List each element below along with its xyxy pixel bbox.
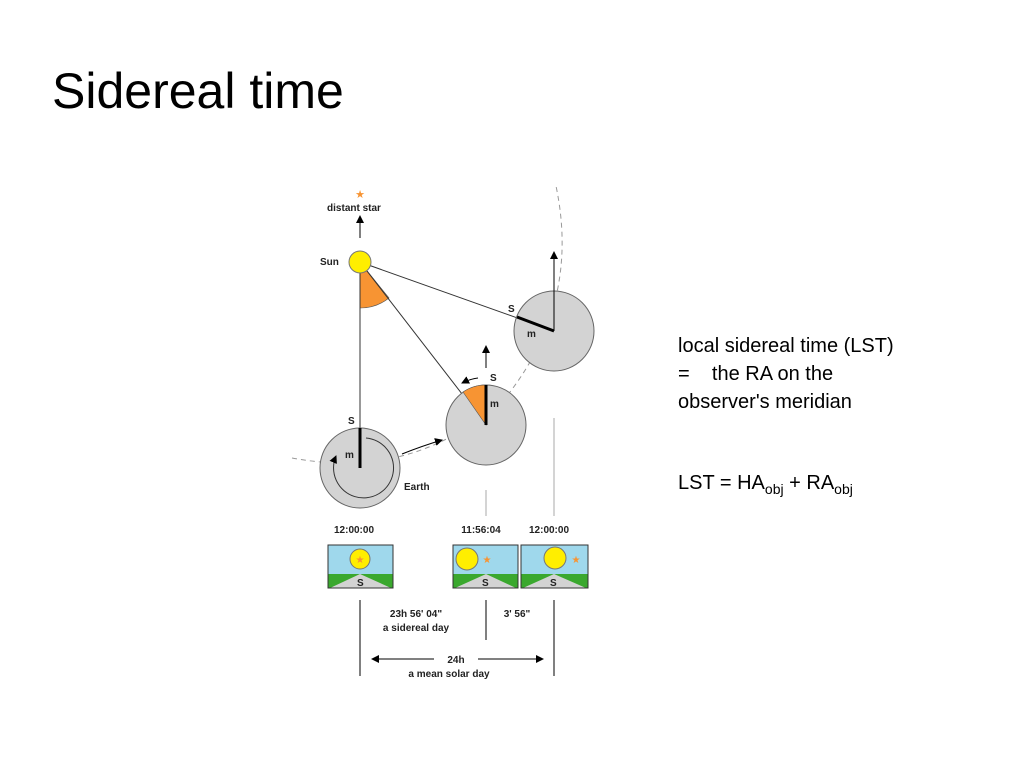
sky-panel-3: ★ S: [520, 544, 589, 589]
sun-label: Sun: [320, 257, 339, 268]
solar-day-label: a mean solar day: [408, 669, 490, 680]
rotation-wedge: [462, 384, 487, 426]
definition-line-1: local sidereal time (LST): [678, 335, 894, 357]
sun-icon-panel-2: [455, 547, 479, 571]
panel-s-label-3: S: [550, 578, 557, 589]
midnight-m-label-3: m: [527, 329, 536, 340]
meridian-line-3: [516, 315, 555, 333]
midnight-m-label-2: m: [490, 399, 499, 410]
definition-line-3: observer's meridian: [678, 391, 852, 413]
meridian-s-label-2: S: [490, 373, 497, 384]
earth-label: Earth: [404, 482, 430, 493]
star-icon-panel-1: ★: [356, 555, 365, 566]
solar-day-value: 24h: [447, 655, 464, 666]
panel-s-label-1: S: [357, 578, 364, 589]
sun-icon: [348, 250, 372, 274]
sky-panel-1: ★ S: [327, 544, 394, 589]
turn-arrow-icon: [461, 376, 479, 384]
formula-lhs: LST = HA: [678, 472, 765, 494]
midnight-m-label-1: m: [345, 450, 354, 461]
meridian-s-label-1: S: [348, 416, 355, 427]
rotation-arrow-icon: [329, 437, 395, 499]
formula-sub-2: obj: [834, 481, 853, 497]
orbit-arrow-icon: [401, 438, 443, 455]
time-label-3: 12:00:00: [529, 525, 569, 536]
formula-mid: + RA: [783, 472, 835, 494]
slide-title: Sidereal time: [52, 63, 344, 119]
sidereal-day-label: a sidereal day: [383, 623, 450, 634]
sidereal-day-value: 23h 56' 04": [390, 609, 442, 620]
lst-formula: LST = HAobj + RAobj: [678, 472, 853, 497]
formula-sub-1: obj: [764, 481, 784, 497]
star-icon-panel-3: ★: [572, 555, 581, 566]
lst-definition: local sidereal time (LST) = the RA on th…: [678, 332, 894, 416]
time-label-2: 11:56:04: [461, 525, 501, 536]
definition-line-2: = the RA on the: [678, 363, 834, 385]
star-icon-panel-2: ★: [483, 555, 492, 566]
difference-value: 3' 56": [504, 609, 531, 620]
sky-panel-2: ★ S: [452, 544, 519, 589]
panel-s-label-2: S: [482, 578, 489, 589]
distant-star-label: distant star: [327, 203, 381, 214]
sun-icon-panel-3: [543, 546, 567, 570]
star-icon: ★: [355, 189, 365, 201]
time-label-1: 12:00:00: [334, 525, 374, 536]
meridian-s-label-3: S: [508, 304, 515, 315]
sun-icon-panel-1: [349, 548, 371, 570]
